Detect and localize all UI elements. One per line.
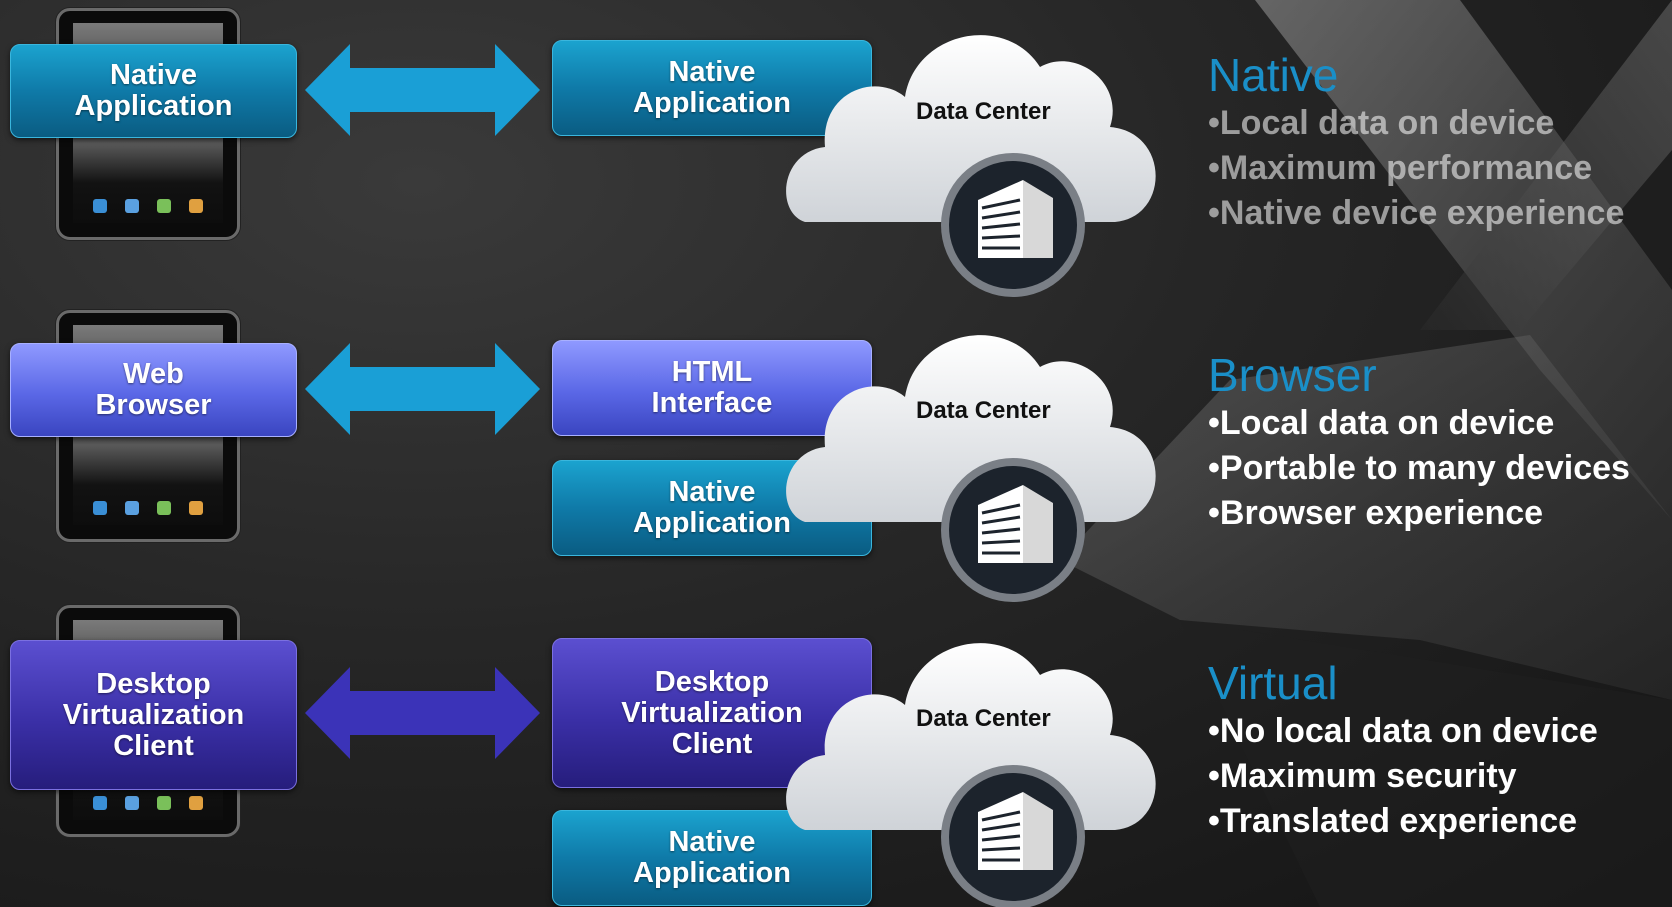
building-icon	[941, 458, 1085, 602]
section-title-native: Native	[1208, 49, 1339, 101]
data-center-label: Data Center	[916, 397, 1051, 424]
building-icon	[941, 153, 1085, 297]
bidirectional-arrow-icon	[305, 343, 540, 435]
bidirectional-arrow-icon	[305, 44, 540, 136]
bidirectional-arrow-icon	[305, 667, 540, 759]
server-html-interface-box: HTML Interface	[552, 340, 872, 436]
device-virtualization-client-box: Desktop Virtualization Client	[10, 640, 297, 790]
data-center-label: Data Center	[916, 98, 1051, 125]
bullet-virtual-2: •Maximum security	[1208, 757, 1517, 795]
section-title-virtual: Virtual	[1208, 657, 1338, 709]
bullet-virtual-1: •No local data on device	[1208, 712, 1598, 750]
bullet-browser-2: •Portable to many devices	[1208, 449, 1630, 487]
bullet-native-3: •Native device experience	[1208, 194, 1625, 232]
bullet-virtual-3: •Translated experience	[1208, 802, 1578, 840]
section-title-browser: Browser	[1208, 349, 1377, 401]
device-app-box-web-browser: Web Browser	[10, 343, 297, 437]
server-native-app-box: Native Application	[552, 810, 872, 906]
bullet-native-1: •Local data on device	[1208, 104, 1555, 142]
server-virtualization-client-box: Desktop Virtualization Client	[552, 638, 872, 788]
cloud-icon	[786, 643, 1156, 830]
device-app-box-native: Native Application	[10, 44, 297, 138]
bullet-browser-1: •Local data on device	[1208, 404, 1555, 442]
bullet-native-2: •Maximum performance	[1208, 149, 1593, 187]
building-icon	[941, 765, 1085, 907]
bullet-browser-3: •Browser experience	[1208, 494, 1544, 532]
cloud-icon	[786, 335, 1156, 522]
data-center-label: Data Center	[916, 705, 1051, 732]
